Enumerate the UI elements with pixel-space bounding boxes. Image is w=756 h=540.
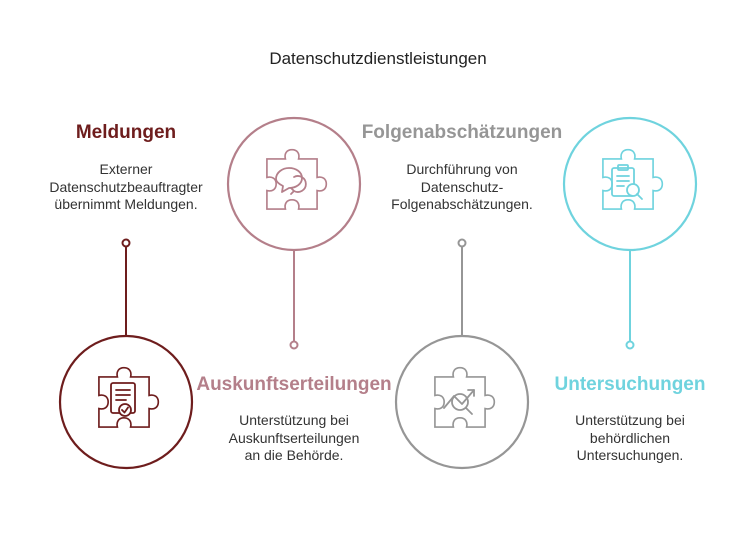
step-untersuchungen xyxy=(562,116,698,350)
desc-line: Untersuchungen. xyxy=(576,447,684,463)
desc-line: behördlichen xyxy=(589,429,671,446)
step-meldungen xyxy=(58,238,194,470)
diagram-title: Datenschutzdienstleistungen xyxy=(269,49,487,68)
desc-line: Auskunftserteilungen xyxy=(228,429,360,446)
desc-line: Folgenabschätzungen. xyxy=(391,196,533,212)
step-circle xyxy=(394,334,530,470)
step-auskunft xyxy=(226,116,362,350)
desc-line: Durchführung von xyxy=(406,161,518,177)
heading-untersuchungen: Untersuchungen xyxy=(554,374,706,395)
heading-folgen: Folgenabschätzungen xyxy=(361,122,563,143)
step-circle xyxy=(226,116,362,252)
desc-auskunft: Unterstützung bei Auskunftserteilungen a… xyxy=(174,412,414,465)
connector-dot xyxy=(289,340,299,350)
step-folgen xyxy=(394,238,530,470)
heading-auskunft: Auskunftserteilungen xyxy=(196,374,392,395)
desc-line: an die Behörde. xyxy=(244,447,344,463)
desc-line: übernimmt Meldungen. xyxy=(54,196,198,212)
desc-line: Unterstützung bei xyxy=(239,412,349,428)
heading-meldungen: Meldungen xyxy=(75,122,177,143)
desc-folgen: Durchführung von Datenschutz- Folgenabsc… xyxy=(342,161,582,214)
connector-dot xyxy=(121,238,131,248)
desc-line: Unterstützung bei xyxy=(575,412,685,428)
chat-bubbles-refresh-icon xyxy=(275,167,307,195)
desc-untersuchungen: Unterstützung bei behördlichen Untersuch… xyxy=(510,412,750,465)
trend-magnifier-icon xyxy=(443,389,475,415)
step-circle xyxy=(58,334,194,470)
desc-meldungen: Externer Datenschutzbeauftragter übernim… xyxy=(6,161,246,214)
connector-dot xyxy=(457,238,467,248)
connector-dot xyxy=(625,340,635,350)
desc-line: Datenschutz- xyxy=(420,178,504,195)
document-check-icon xyxy=(110,382,136,417)
desc-line: Externer xyxy=(99,161,153,177)
clipboard-search-icon xyxy=(611,164,643,200)
desc-line: Datenschutzbeauftragter xyxy=(49,178,203,195)
